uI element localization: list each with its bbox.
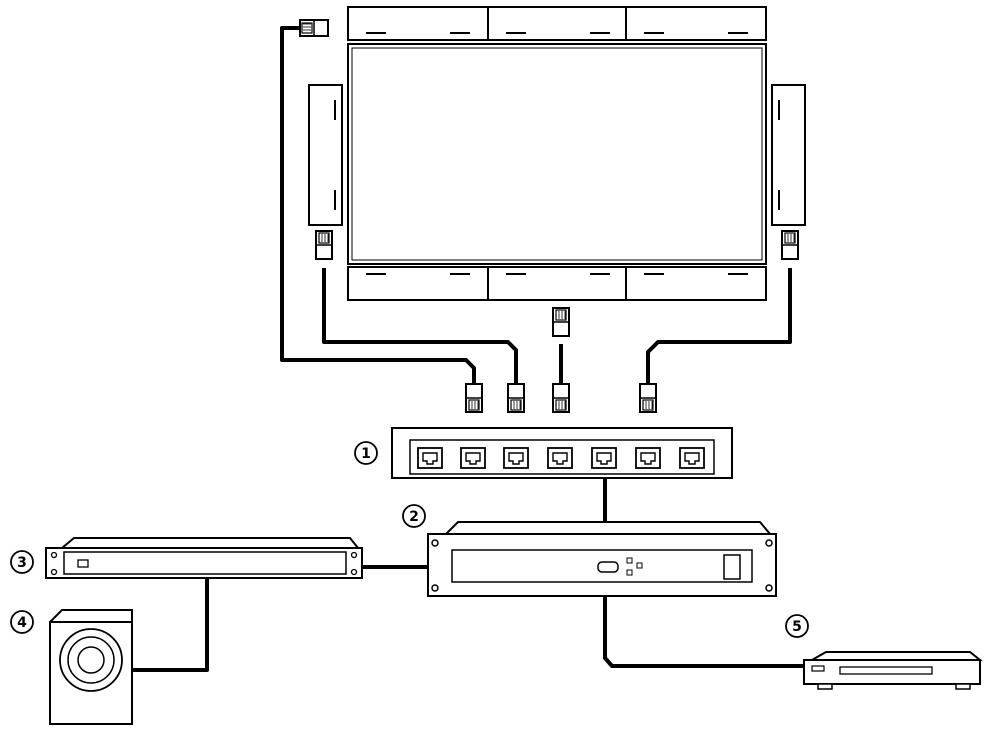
callout-media-player: 5 — [785, 614, 809, 638]
callout-amplifier: 2 — [402, 504, 426, 528]
bottom-speaker-panels — [347, 266, 767, 301]
side-speaker-panels — [308, 84, 806, 226]
ethernet-port-icon — [635, 447, 661, 469]
callout-label: 3 — [17, 555, 27, 571]
rj45-plug-icon — [552, 307, 570, 337]
disc-tray-icon — [839, 666, 933, 675]
callout-label: 2 — [409, 509, 419, 525]
callout-label: 5 — [792, 619, 802, 635]
top-speaker-panels — [347, 6, 767, 41]
ethernet-port-icon — [547, 447, 573, 469]
callouts: 1 2 3 4 5 — [10, 441, 809, 638]
display-panel — [347, 43, 767, 265]
right-side-panel — [771, 84, 806, 226]
callout-switch: 1 — [354, 441, 378, 465]
callout-label: 4 — [17, 615, 27, 631]
ethernet-port-icon — [460, 447, 486, 469]
media-player — [803, 651, 983, 690]
callout-rack-unit: 3 — [10, 550, 34, 574]
rj45-plug-icon — [639, 383, 657, 413]
ethernet-port-icon — [417, 447, 443, 469]
speaker-array — [308, 6, 806, 301]
rj45-plug-icon — [552, 383, 570, 413]
rj45-plug-icon — [299, 19, 329, 37]
rj45-plug-icon — [465, 383, 483, 413]
cable-rackunit-to-speaker — [132, 578, 209, 672]
rj45-plug-icon — [781, 230, 799, 260]
ethernet-port-icon — [679, 447, 705, 469]
ethernet-port-icon — [503, 447, 529, 469]
amplifier — [427, 521, 777, 597]
rack-unit — [45, 537, 363, 579]
cable-amplifier-to-mediaplayer — [603, 596, 808, 668]
callout-speaker: 4 — [10, 610, 34, 634]
rj45-plug-icon — [315, 230, 333, 260]
cable-left-speaker — [322, 268, 518, 384]
loudspeaker — [49, 609, 133, 726]
rj45-plug-icon — [507, 383, 525, 413]
network-switch — [391, 427, 733, 479]
power-switch-icon — [723, 554, 741, 580]
cables — [132, 26, 808, 672]
ethernet-port-icon — [591, 447, 617, 469]
cable-right-speaker — [646, 268, 792, 384]
left-side-panel — [308, 84, 343, 226]
callout-label: 1 — [361, 446, 371, 462]
usb-port-icon — [597, 561, 619, 573]
cable-top-left-speaker — [280, 26, 476, 384]
